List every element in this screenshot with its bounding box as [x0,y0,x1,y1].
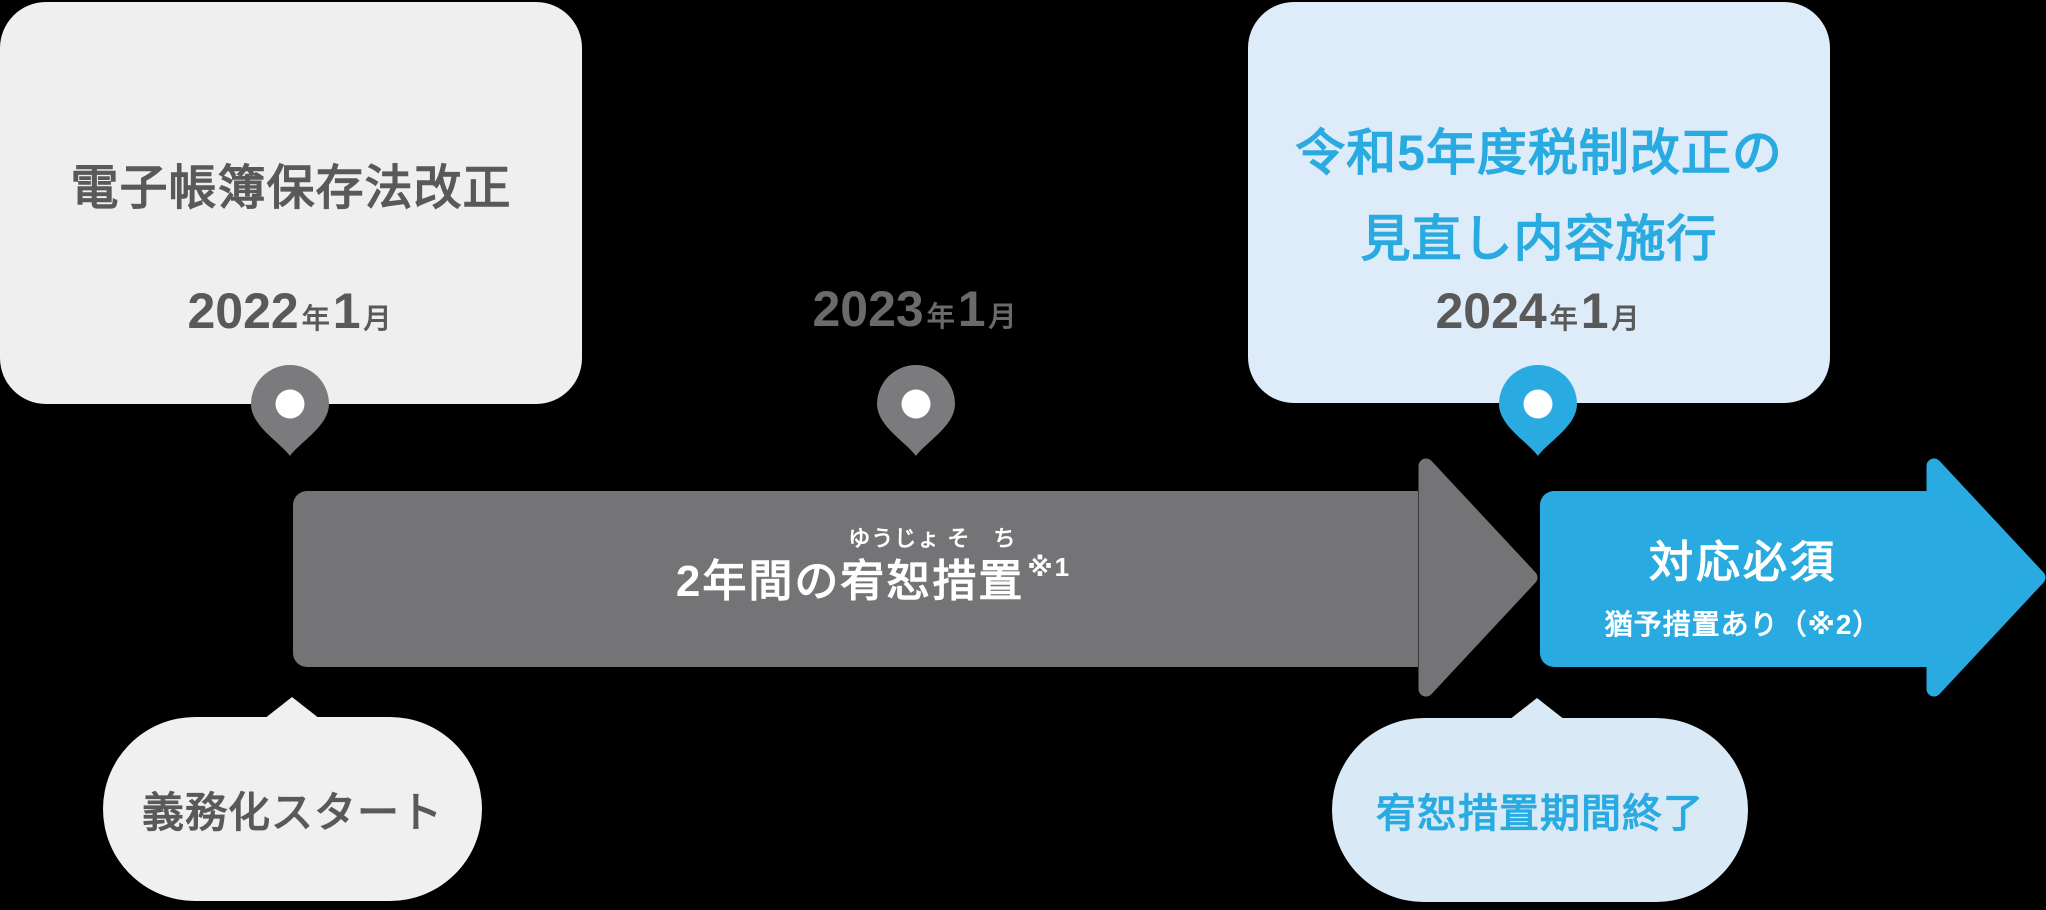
card-2024-title: 令和5年度税制改正の 見直し内容施行 [1248,110,1830,282]
grace-label-ruby: ゆうじょ そ ち宥恕措置 [840,528,1025,606]
mandatory-sublabel-text: 猶予措置あり（※2） [1604,609,1882,640]
mandatory-arrow-body [1540,491,1928,667]
speech-bubble-grace-end-label: 宥恕措置期間終了 [1376,792,1704,836]
speech-bubble-mandatory-start: 義務化スタート [103,697,482,901]
grace-label-base: 宥恕措置 [840,557,1025,606]
card-2024-title-line2: 見直し内容施行 [1360,211,1718,267]
map-pin-icon-2023 [877,365,955,456]
card-2024-tax-revision: 令和5年度税制改正の 見直し内容施行 2024 年 1 月 [1248,2,1830,403]
mandatory-label-text: 対応必須 [1649,538,1837,587]
date-2023-year: 2023 [812,281,924,337]
mandatory-arrowhead-icon [1926,458,2046,697]
card-2024-title-line1: 令和5年度税制改正の [1295,125,1783,181]
date-2023-01: 2023 年 1 月 [716,284,1116,334]
card-2022-law-amendment: 電子帳簿保存法改正 2022 年 1 月 [0,2,582,404]
mandatory-label: 対応必須 猶予措置あり（※2） [1540,491,1928,667]
date-2023-month: 1 [957,281,986,337]
date-2022-month-suffix: 月 [363,303,392,334]
date-2024-year: 2024 [1435,283,1547,339]
grace-label-furigana: ゆうじょ そ ち [848,526,1017,551]
date-2023-year-suffix: 年 [926,301,955,332]
date-2023-month-suffix: 月 [988,301,1017,332]
grace-period-label: 2年間のゆうじょ そ ち宥恕措置※1 [293,491,1418,667]
date-2022-01: 2022 年 1 月 [0,286,582,336]
date-2024-month: 1 [1580,283,1609,339]
date-2022-year-suffix: 年 [301,303,330,334]
map-pin-icon-2024 [1499,365,1577,456]
grace-period-arrowhead-icon [1418,458,1538,697]
grace-period-arrow-body [293,491,1418,667]
bubble-tail-up-icon [264,697,320,719]
speech-bubble-mandatory-start-label: 義務化スタート [141,788,443,836]
date-2022-month: 1 [332,283,361,339]
grace-label-note-mark: ※1 [1027,552,1072,582]
speech-bubble-grace-end: 宥恕措置期間終了 [1332,698,1748,902]
grace-period-label-text: 2年間のゆうじょ そ ち宥恕措置※1 [675,528,1072,606]
date-2024-month-suffix: 月 [1611,303,1640,334]
date-2022-year: 2022 [187,283,299,339]
card-2022-title: 電子帳簿保存法改正 [70,162,512,215]
date-2024-year-suffix: 年 [1549,303,1578,334]
bubble-tail-up-icon [1509,698,1565,720]
grace-label-prefix: 2年間の [675,557,841,606]
date-2024-01: 2024 年 1 月 [1248,286,1830,336]
map-pin-icon-2022 [251,365,329,456]
